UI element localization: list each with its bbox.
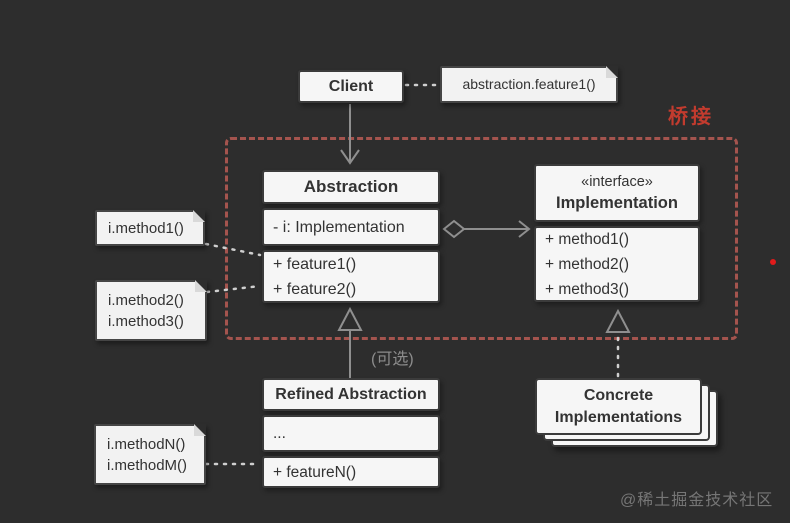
implementation-method: + method2(): [545, 255, 630, 273]
refined-abstraction-attributes-box: ...: [262, 415, 440, 452]
realization-triangle-icon: [605, 308, 631, 333]
refined-abstraction-methods-box: + featureN(): [262, 456, 440, 488]
red-dot: [770, 259, 776, 265]
bridge-boundary-rect: [225, 137, 738, 340]
implementation-title-box: «interface» Implementation: [534, 164, 700, 222]
abstraction-method: + feature2(): [273, 280, 357, 298]
arrowhead-icon: [518, 220, 531, 238]
aggregation-connector: [442, 219, 531, 239]
note-method2-3: i.method2() i.method3(): [95, 280, 207, 341]
concrete-implementations-title-line: Implementations: [554, 408, 683, 426]
abstraction-title: Abstraction: [303, 177, 399, 196]
note-line: i.method3(): [108, 312, 184, 330]
note1-connector: [204, 242, 262, 257]
refined-abstraction-title: Refined Abstraction: [275, 385, 427, 403]
abstraction-attributes-box: - i: Implementation: [262, 208, 440, 246]
implementation-title: Implementation: [556, 194, 678, 212]
client-note-text: abstraction.feature1(): [462, 76, 596, 92]
client-class-title: Client: [328, 77, 374, 95]
note-line: i.methodM(): [107, 456, 188, 474]
concrete-implementations-box: Concrete Implementations: [535, 378, 702, 435]
implementation-methods-box: + method1() + method2() + method3(): [534, 226, 700, 302]
note-method1: i.method1(): [95, 210, 205, 246]
client-note-box: abstraction.feature1(): [440, 66, 618, 103]
refined-abstraction-method: + featureN(): [273, 463, 357, 481]
note-line: i.methodN(): [107, 435, 186, 453]
implementation-stereotype: «interface»: [581, 174, 653, 190]
refined-abstraction-title-box: Refined Abstraction: [262, 378, 440, 411]
note-line: i.method2(): [108, 291, 184, 309]
note-line: i.method1(): [108, 219, 184, 237]
inheritance-connector: [337, 306, 363, 378]
optional-label: (可选): [371, 351, 414, 368]
abstraction-methods-box: + feature1() + feature2(): [262, 250, 440, 303]
concrete-implementations-title-line: Concrete: [583, 386, 654, 404]
abstraction-attribute: - i: Implementation: [273, 218, 405, 236]
abstraction-method: + feature1(): [273, 255, 357, 273]
implementation-method: + method1(): [545, 230, 630, 248]
aggregation-diamond-icon: [442, 219, 466, 239]
client-class-box: Client: [298, 70, 404, 103]
client-abstraction-arrow: [340, 104, 360, 165]
bridge-label: 桥接: [668, 106, 714, 128]
realization-connector: [605, 308, 631, 378]
refined-abstraction-attribute: ...: [273, 425, 286, 442]
note-methodN-M: i.methodN() i.methodM(): [94, 424, 206, 485]
note2-connector: [205, 284, 262, 294]
inheritance-triangle-icon: [337, 306, 363, 331]
abstraction-title-box: Abstraction: [262, 170, 440, 204]
implementation-method: + method3(): [545, 280, 630, 298]
watermark: @稀土掘金技术社区: [620, 492, 774, 509]
